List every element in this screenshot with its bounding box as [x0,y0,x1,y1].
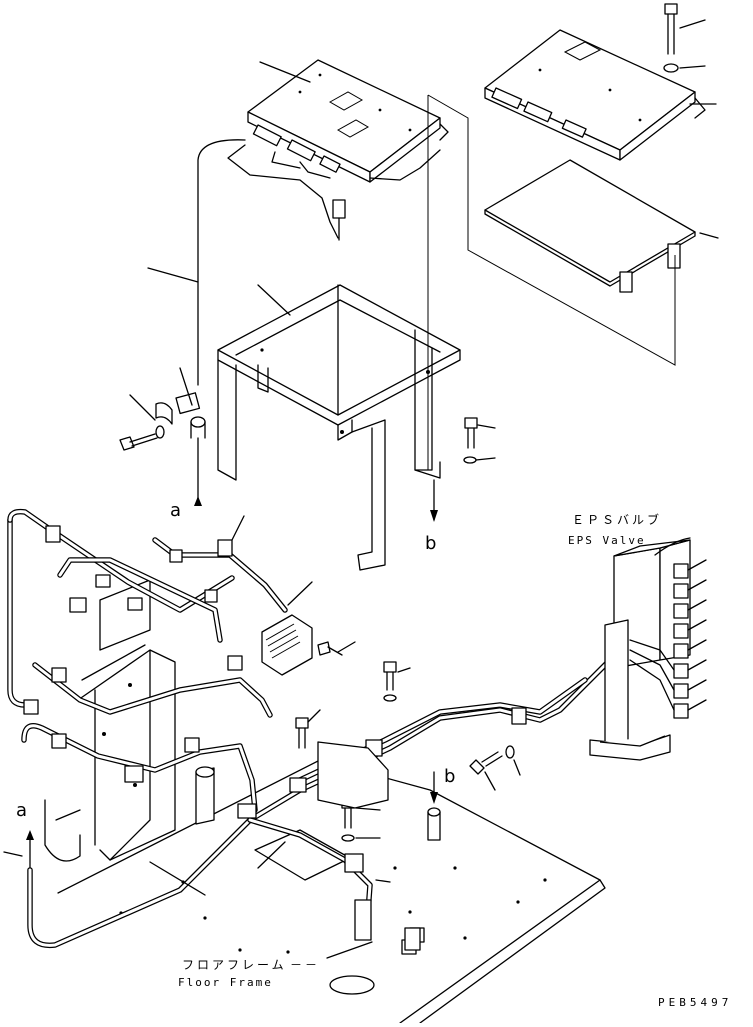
ref-arrow-b-top [430,479,438,522]
controller-leader [259,61,311,83]
bolt-group-center [295,641,411,842]
clamps [217,515,527,873]
ref-arrow-a-bottom [26,830,34,869]
floor-frame-label-en: Floor Frame [178,976,273,989]
clamp-bolt-left [119,367,206,451]
bracket-center [195,741,441,951]
mounting-stand [217,284,461,571]
eps-valve-label-en: EPS Valve [568,534,646,547]
bolt-washer-right [463,417,496,464]
ref-label-b-bottom: b [444,766,456,787]
floor-frame-dash: －－ [290,958,321,972]
ref-arrow-a-top [194,437,202,506]
controller-unit [247,59,449,183]
mounting-plate [484,159,696,293]
ref-label-a-top: a [170,500,182,521]
eps-valve [589,537,707,761]
left-bracket [44,579,176,862]
drawing-code: PEB5497 [658,996,733,1009]
wiring-harness [7,508,633,949]
ref-label-b-top: b [425,533,437,554]
ref-arrow-b-bottom [430,771,438,804]
bolt-top-right [663,3,719,239]
connectors [23,525,425,955]
controller-top-right [484,29,706,161]
eps-valve-label-jp: ＥＰＳバルブ [572,513,663,527]
relay-module [261,581,313,676]
bolt-near-valve [469,745,521,791]
ref-label-a-bottom: a [16,800,28,821]
floor-frame-label-jp: フロアフレーム [182,958,287,972]
